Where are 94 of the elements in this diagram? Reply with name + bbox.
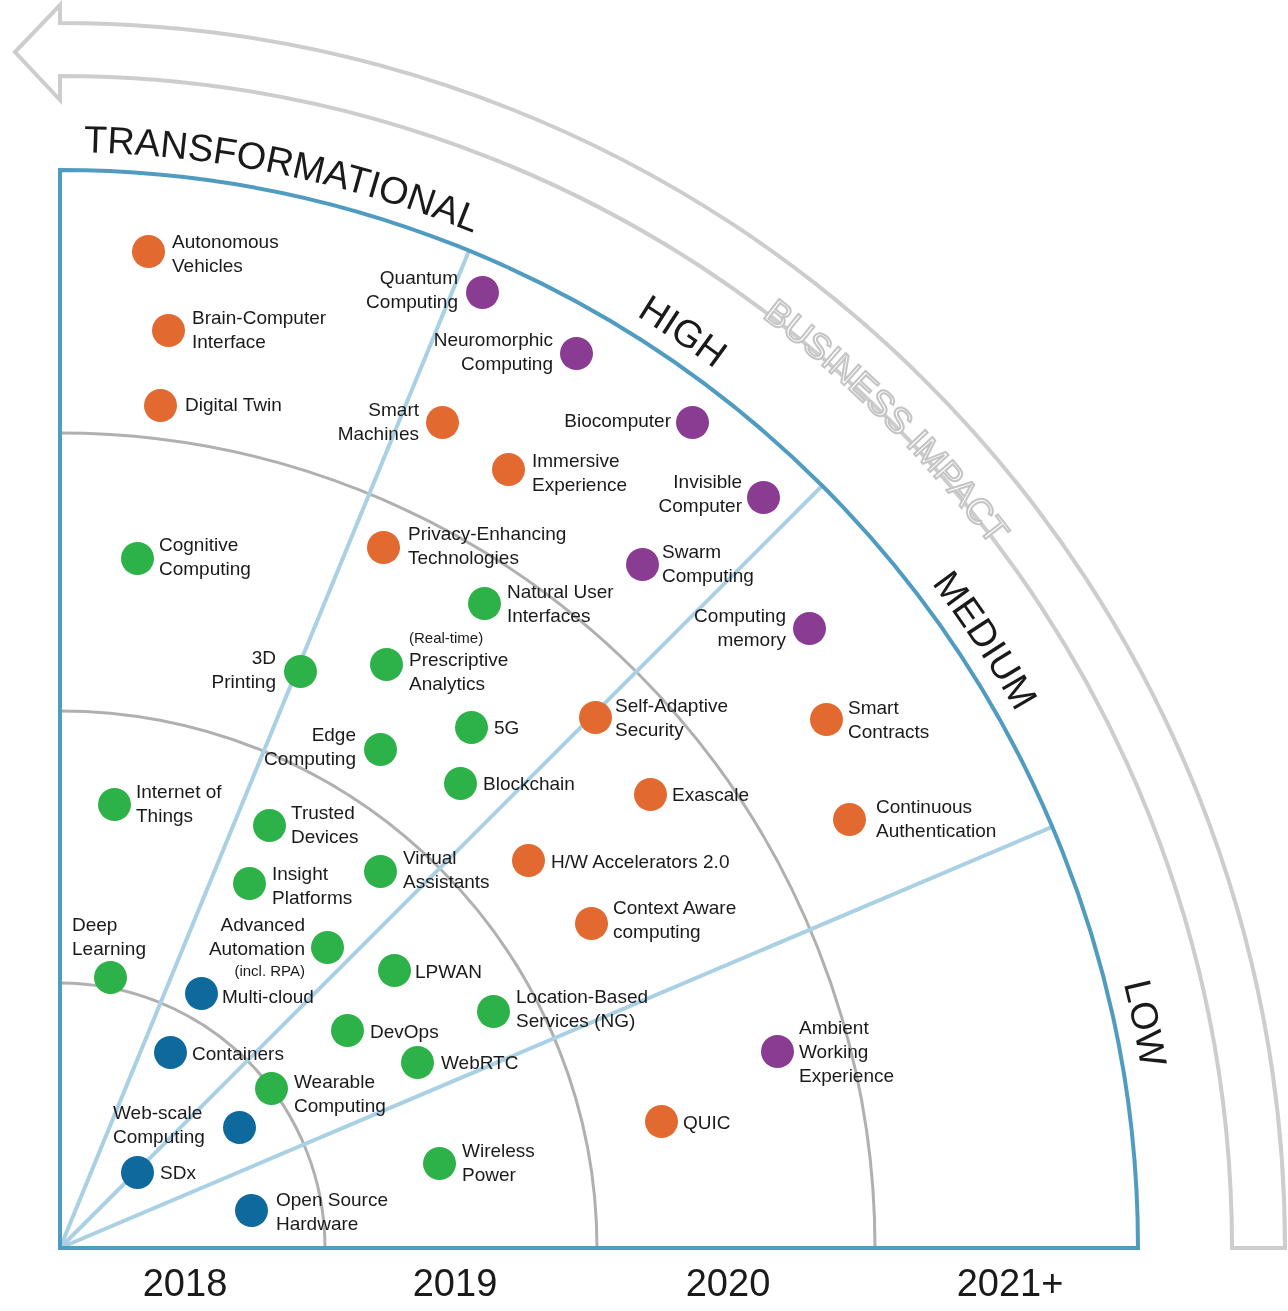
technology-label: 3D Printing xyxy=(210,646,276,694)
technology-label: Invisible Computer xyxy=(657,470,742,518)
technology-label: Wireless Power xyxy=(462,1139,536,1187)
technology-label: Brain-Computer Interface xyxy=(192,306,328,354)
year-label: 2020 xyxy=(685,1262,771,1305)
technology-dot xyxy=(223,1111,256,1144)
technology-label: Cognitive Computing xyxy=(159,533,252,581)
technology-dot xyxy=(466,276,499,309)
technology-label: Computing memory xyxy=(693,604,786,652)
technology-label: LPWAN xyxy=(415,960,482,984)
technology-label: (incl. RPA) xyxy=(233,961,305,981)
technology-label: Trusted Devices xyxy=(291,801,360,849)
technology-label: WebRTC xyxy=(441,1051,519,1075)
technology-label: Open Source Hardware xyxy=(276,1188,389,1236)
technology-label: Containers xyxy=(192,1042,284,1066)
technology-dot xyxy=(455,711,488,744)
technology-label: Advanced Automation xyxy=(207,913,305,961)
technology-label: Prescriptive Analytics xyxy=(409,648,509,696)
technology-dot xyxy=(121,1156,154,1189)
technology-label: Exascale xyxy=(672,783,750,807)
technology-label: Immersive Experience xyxy=(532,449,629,497)
technology-label: Continuous Authentication xyxy=(876,795,998,843)
technology-label: Location-Based Services (NG) xyxy=(516,985,650,1033)
technology-label: Natural User Interfaces xyxy=(507,580,615,628)
technology-dot xyxy=(364,855,397,888)
year-label: 2018 xyxy=(142,1262,228,1305)
technology-label: Deep Learning xyxy=(72,913,147,961)
technology-label: Ambient Working Experience xyxy=(799,1016,896,1088)
technology-label: Digital Twin xyxy=(185,393,282,417)
technology-dot xyxy=(185,977,218,1010)
technology-dot xyxy=(645,1105,678,1138)
technology-dot xyxy=(761,1035,794,1068)
technology-label: Self-Adaptive Security xyxy=(615,694,729,742)
technology-dot xyxy=(575,907,608,940)
technology-dot xyxy=(235,1194,268,1227)
technology-dot xyxy=(98,788,131,821)
technology-dot xyxy=(132,235,165,268)
technology-dot xyxy=(233,867,266,900)
technology-label: Insight Platforms xyxy=(272,862,354,910)
technology-dot xyxy=(676,406,709,439)
technology-dot xyxy=(793,612,826,645)
technology-label: Biocomputer xyxy=(564,409,671,433)
technology-dot xyxy=(144,389,177,422)
technology-label: Smart Contracts xyxy=(848,696,931,744)
technology-dot xyxy=(253,809,286,842)
technology-dot xyxy=(579,701,612,734)
technology-dot xyxy=(423,1147,456,1180)
technology-label: Privacy-Enhancing Technologies xyxy=(408,522,568,570)
technology-dot xyxy=(444,767,477,800)
technology-label: Web-scale Computing xyxy=(113,1101,206,1149)
technology-dot xyxy=(370,648,403,681)
technology-dot xyxy=(378,954,411,987)
technology-dot xyxy=(94,961,127,994)
technology-label: (Real-time) xyxy=(409,628,485,648)
technology-label: Edge Computing xyxy=(263,723,356,771)
technology-dot xyxy=(626,548,659,581)
technology-dot xyxy=(331,1014,364,1047)
technology-label: Smart Machines xyxy=(336,398,419,446)
technology-label: SDx xyxy=(160,1161,196,1185)
technology-dot xyxy=(833,803,866,836)
technology-dot xyxy=(560,337,593,370)
technology-label: 5G xyxy=(494,716,520,740)
technology-dot xyxy=(512,844,545,877)
technology-dot xyxy=(367,531,400,564)
technology-dot xyxy=(255,1072,288,1105)
technology-dot xyxy=(284,655,317,688)
technology-label: Multi-cloud xyxy=(222,985,314,1009)
technology-dot xyxy=(154,1036,187,1069)
technology-dot xyxy=(747,481,780,514)
technology-dot xyxy=(634,778,667,811)
technology-label: Context Aware computing xyxy=(613,896,738,944)
technology-dot xyxy=(426,406,459,439)
technology-dot xyxy=(492,453,525,486)
technology-label: Swarm Computing xyxy=(662,540,755,588)
technology-dot xyxy=(364,733,397,766)
technology-dot xyxy=(477,995,510,1028)
technology-label: Neuromorphic Computing xyxy=(432,328,553,376)
technology-label: Blockchain xyxy=(483,772,575,796)
technology-label: H/W Accelerators 2.0 xyxy=(551,850,730,874)
technology-label: Virtual Assistants xyxy=(403,846,491,894)
technology-label: Wearable Computing xyxy=(294,1070,387,1118)
technology-label: QUIC xyxy=(683,1111,731,1135)
technology-label: Quantum Computing xyxy=(365,266,458,314)
technology-dot xyxy=(468,587,501,620)
technology-dot xyxy=(810,703,843,736)
technology-dot xyxy=(152,314,185,347)
technology-dot xyxy=(311,931,344,964)
technology-label: Internet of Things xyxy=(136,780,223,828)
technology-dot xyxy=(401,1046,434,1079)
technology-label: DevOps xyxy=(370,1020,439,1044)
year-label: 2019 xyxy=(412,1262,498,1305)
technology-label: Autonomous Vehicles xyxy=(172,231,279,278)
year-label: 2021+ xyxy=(956,1262,1064,1305)
technology-dot xyxy=(121,542,154,575)
